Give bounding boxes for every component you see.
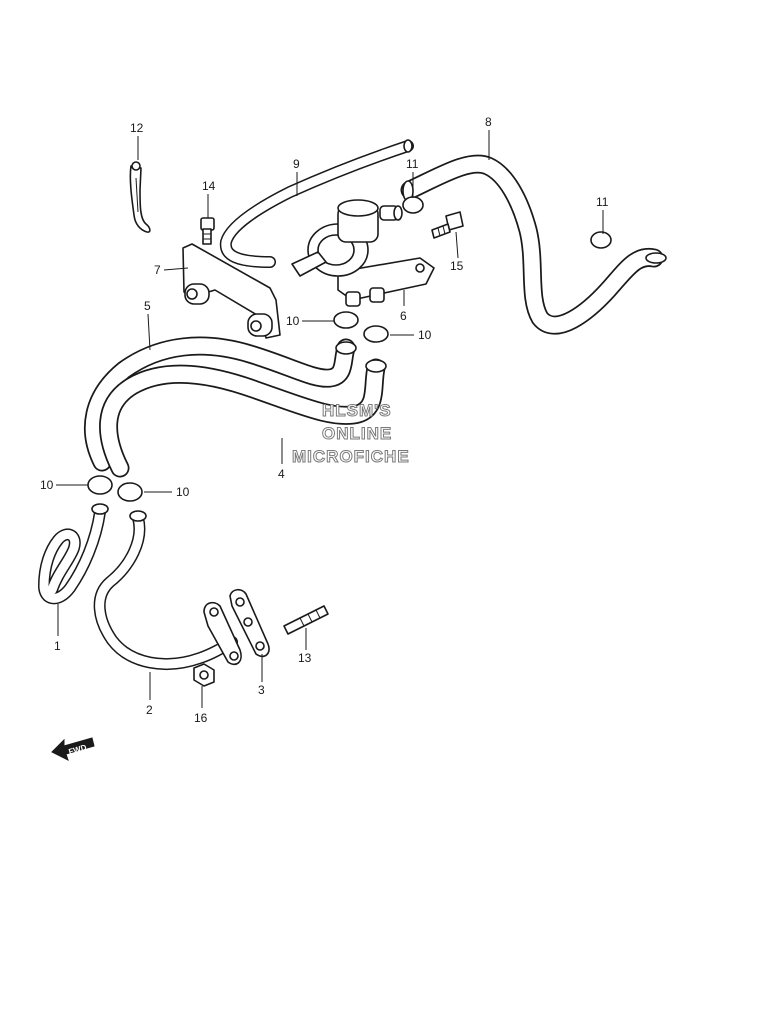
part-11-clamp-b bbox=[590, 231, 612, 249]
callout-10-d: 10 bbox=[176, 485, 190, 499]
part-10-clamp-b bbox=[363, 325, 389, 343]
callout-3: 3 bbox=[258, 683, 265, 697]
callout-11-a: 11 bbox=[406, 157, 419, 171]
callout-9: 9 bbox=[293, 157, 300, 171]
part-14-screw bbox=[200, 217, 215, 245]
part-10-clamp-d bbox=[117, 482, 143, 502]
part-13-stud bbox=[283, 605, 329, 635]
callout-15: 15 bbox=[450, 259, 464, 273]
callout-16: 16 bbox=[194, 711, 208, 725]
callout-5: 5 bbox=[144, 299, 151, 313]
fwd-arrow-icon: FWD bbox=[51, 737, 95, 761]
callout-10-b: 10 bbox=[418, 328, 432, 342]
callout-7: 7 bbox=[154, 263, 161, 277]
callout-2: 2 bbox=[146, 703, 153, 717]
part-12-clip bbox=[129, 161, 151, 233]
callout-6: 6 bbox=[400, 309, 407, 323]
watermark-line-3: MICROFICHE bbox=[292, 447, 410, 466]
part-2-pipe bbox=[93, 510, 238, 670]
leader-lines bbox=[56, 130, 604, 708]
part-2-flange bbox=[203, 601, 242, 666]
callout-13: 13 bbox=[298, 651, 312, 665]
watermark-line-1: HLSM'S bbox=[322, 401, 392, 420]
part-15-bolt bbox=[431, 211, 464, 239]
callout-4: 4 bbox=[278, 467, 285, 481]
watermark: HLSM'S ONLINE MICROFICHE bbox=[292, 401, 410, 467]
part-16-nut bbox=[193, 663, 215, 687]
callout-8: 8 bbox=[485, 115, 492, 129]
part-9-hose bbox=[219, 139, 414, 268]
watermark-line-2: ONLINE bbox=[322, 424, 392, 443]
part-11-clamp-a bbox=[402, 196, 424, 214]
part-3-gasket bbox=[229, 588, 270, 658]
callout-14: 14 bbox=[202, 179, 216, 193]
callout-1: 1 bbox=[54, 639, 61, 653]
callout-12: 12 bbox=[130, 121, 144, 135]
callout-10-a: 10 bbox=[286, 314, 300, 328]
part-6-valve bbox=[291, 199, 435, 307]
part-10-clamp-a bbox=[333, 311, 359, 329]
callout-11-b: 11 bbox=[596, 195, 609, 209]
part-8-hose bbox=[400, 154, 667, 335]
part-5-hose bbox=[83, 336, 357, 472]
part-4-hose bbox=[99, 358, 387, 478]
part-1-pipe bbox=[38, 503, 109, 605]
callout-numbers: 12 14 7 9 11 8 11 15 6 10 10 5 4 10 10 1… bbox=[40, 115, 609, 725]
callout-10-c: 10 bbox=[40, 478, 54, 492]
part-7-bracket bbox=[182, 243, 281, 339]
part-10-clamp-c bbox=[87, 475, 113, 495]
